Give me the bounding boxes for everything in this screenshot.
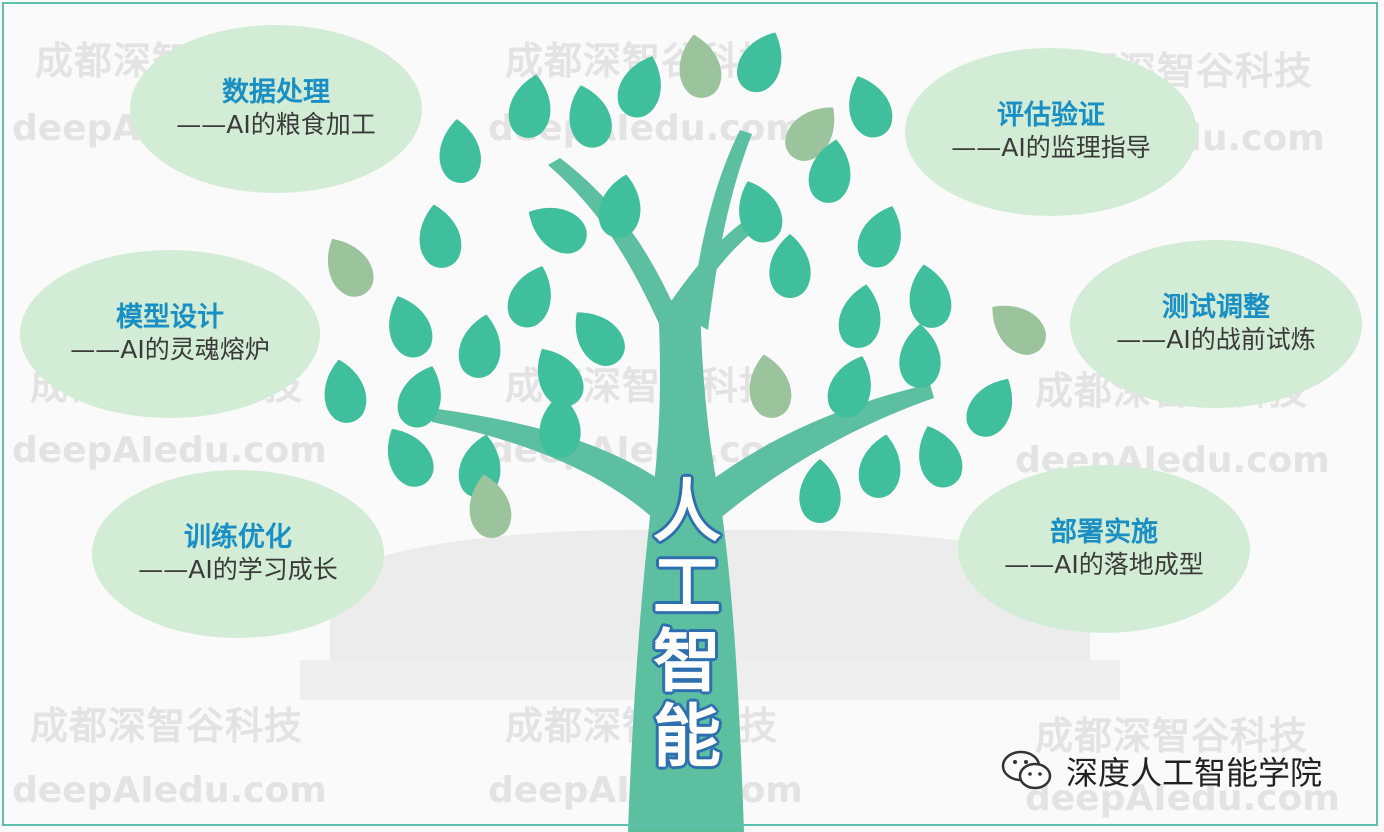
leaf: [785, 107, 835, 161]
leaf: [827, 356, 871, 418]
watermark-en: deepAIedu.com: [12, 770, 327, 811]
leaf: [858, 434, 901, 498]
tree-leaves: [324, 32, 1046, 538]
leaf: [508, 74, 551, 138]
trunk-char: 智: [652, 623, 721, 702]
node-title: 模型设计: [116, 301, 224, 333]
node-training: 训练优化 ——AI的学习成长: [92, 470, 384, 638]
watermark-cn: 成都深智谷科技: [1035, 714, 1309, 758]
watermark-en: deepAIedu.com: [12, 430, 327, 471]
leaf: [808, 139, 851, 203]
node-deployment: 部署实施 ——AI的落地成型: [958, 465, 1250, 633]
wechat-icon: [1001, 750, 1052, 790]
brand-name: 深度人工智能学院: [1066, 754, 1323, 792]
node-subtitle: ——AI的监理指导: [951, 132, 1151, 162]
leaf: [992, 305, 1046, 355]
node-data-processing: 数据处理 ——AI的粮食加工: [130, 25, 422, 193]
node-title: 评估验证: [997, 99, 1105, 131]
node-model-design: 模型设计 ——AI的灵魂熔炉: [20, 250, 320, 418]
trunk-label: 人 工 智 能: [648, 475, 726, 775]
trunk-char: 人: [652, 473, 721, 552]
node-subtitle: ——AI的落地成型: [1004, 549, 1204, 579]
leaf: [328, 238, 374, 297]
leaf: [458, 314, 501, 378]
leaf: [919, 426, 963, 488]
watermark-en: deepAIedu.com: [1025, 778, 1340, 819]
leaf: [849, 76, 893, 138]
node-testing: 测试调整 ——AI的战前试炼: [1070, 240, 1362, 408]
leaf: [388, 428, 434, 487]
watermark-cn: 成都深智谷科技: [30, 704, 304, 748]
node-title: 测试调整: [1162, 291, 1270, 323]
leaf: [857, 206, 901, 268]
leaf: [966, 378, 1012, 437]
leaf: [397, 366, 441, 428]
leaf: [439, 119, 481, 183]
leaf: [739, 181, 783, 243]
node-title: 训练优化: [184, 521, 292, 553]
leaf: [469, 474, 512, 538]
node-title: 数据处理: [222, 76, 330, 108]
leaf: [679, 34, 722, 98]
node-evaluation: 评估验证 ——AI的监理指导: [905, 48, 1197, 216]
leaf: [769, 234, 811, 298]
leaf: [749, 354, 792, 418]
node-subtitle: ——AI的学习成长: [138, 554, 338, 584]
leaf: [899, 324, 941, 388]
leaf: [507, 266, 551, 328]
leaf: [419, 204, 462, 268]
leaf: [528, 208, 587, 254]
brand: 深度人工智能学院: [1000, 748, 1322, 794]
node-subtitle: ——AI的战前试炼: [1116, 324, 1316, 354]
leaf: [799, 459, 841, 523]
leaf: [324, 359, 367, 423]
leaf: [538, 348, 584, 407]
leaf: [569, 85, 612, 148]
node-title: 部署实施: [1050, 516, 1158, 548]
leaf: [737, 32, 782, 93]
leaf: [389, 296, 433, 358]
node-subtitle: ——AI的粮食加工: [176, 109, 376, 139]
node-subtitle: ——AI的灵魂熔炉: [70, 334, 270, 364]
leaf: [617, 56, 661, 118]
leaf: [909, 264, 952, 328]
leaf: [598, 174, 641, 238]
leaf: [575, 312, 625, 366]
leaf: [838, 284, 881, 348]
leaf: [539, 394, 581, 458]
trunk-char: 工: [652, 548, 721, 627]
trunk-char: 能: [652, 698, 721, 777]
